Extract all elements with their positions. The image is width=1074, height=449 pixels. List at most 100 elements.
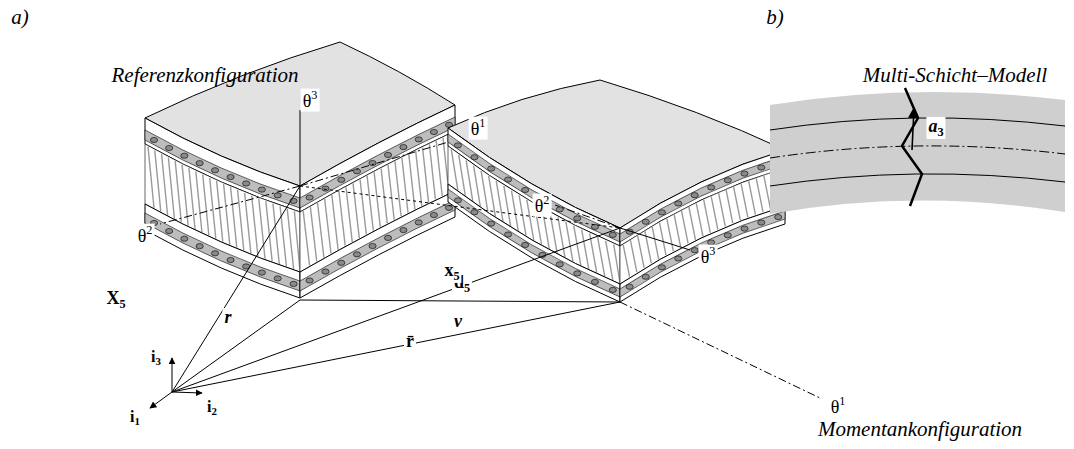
hatch-line [481, 171, 488, 212]
fibre-dot [775, 214, 782, 219]
fibre-dot [369, 243, 376, 248]
hatch-line [558, 217, 565, 257]
zigzag-director [902, 88, 922, 206]
fibre-dot [724, 233, 731, 238]
fibre-dot [227, 257, 234, 262]
layer-band [448, 184, 620, 302]
hatch-line [652, 227, 658, 259]
fibre-dot [181, 153, 188, 158]
hatch-line [756, 178, 763, 212]
position-vector [172, 228, 620, 392]
vector-label: x5 [442, 261, 461, 283]
hatch-line [168, 158, 174, 219]
axis-label: θ3 [301, 89, 320, 112]
hatch-line [196, 171, 202, 232]
symbol-base: θ [535, 196, 544, 216]
fibre-dot [488, 166, 495, 171]
hatch-line [332, 195, 338, 250]
hatch-line [252, 196, 258, 256]
superscript: 1 [839, 394, 845, 408]
hatch-line [459, 155, 466, 196]
hatch-line [682, 211, 689, 244]
fibre-dot [258, 187, 265, 192]
director-line [300, 186, 620, 228]
hatch-line [395, 161, 401, 216]
hatch-line [489, 176, 496, 216]
subscript: 3 [156, 355, 161, 367]
hatch-line [504, 186, 511, 226]
hatch-line [623, 245, 629, 277]
layer-region [770, 92, 1065, 214]
hatch-line [606, 241, 613, 280]
fibre-dot [166, 145, 173, 150]
theta-axis [300, 138, 462, 186]
layer-band [620, 206, 785, 302]
fibre-dot [150, 137, 157, 142]
fibre-dot [196, 244, 203, 249]
fibre-dot [196, 161, 203, 166]
panel-letter: a) [11, 6, 29, 29]
fibre-dot [741, 171, 748, 176]
axis-label: θ3 [699, 245, 718, 268]
theta-axis [620, 228, 690, 250]
multilayer-model [770, 88, 1065, 214]
fibre-dot [691, 248, 698, 253]
layer-band [300, 191, 455, 298]
fibre-dot [306, 278, 313, 283]
symbol-base: θ [701, 247, 710, 267]
superscript: 1 [479, 116, 485, 130]
vector-label: r [222, 308, 233, 328]
fibre-dot [338, 177, 345, 182]
fibre-dot [626, 284, 633, 289]
vector-label: v [452, 312, 464, 332]
fibre-dot [658, 265, 665, 270]
symbol-base: i [130, 408, 134, 425]
panel-letter: b) [766, 6, 784, 29]
hatch-line [582, 230, 589, 269]
subscript: 5 [453, 269, 459, 283]
hatch-line [217, 181, 223, 242]
fibre-dot [243, 181, 250, 186]
fibre-dot [274, 193, 281, 198]
superscript: 3 [709, 244, 715, 258]
fibre-dot [642, 219, 649, 224]
fibre-dot [504, 232, 511, 237]
axis-label: θ1 [469, 117, 488, 140]
fibre-dot [181, 236, 188, 241]
hatch-line [764, 176, 771, 210]
position-vector [172, 186, 300, 392]
symbol-base: θ [138, 226, 147, 246]
hatch-line [245, 193, 251, 254]
hatch-line [381, 169, 387, 224]
mid-surface [770, 146, 1065, 158]
fibre-dot [471, 210, 478, 215]
director-arrow [912, 108, 914, 150]
fibre-dot [227, 174, 234, 179]
fibre-dot [211, 251, 218, 256]
fibre-dot [400, 227, 407, 232]
hatch-line [155, 150, 161, 211]
fibre-dot [708, 185, 715, 190]
hatch-line [162, 154, 168, 215]
fibre-dot [675, 256, 682, 261]
hatch-line [590, 233, 597, 272]
panel-title: Multi-Schicht–Modell [863, 64, 1047, 87]
hatch-line [726, 190, 733, 223]
theta-axis [620, 302, 820, 398]
hatch-line [689, 207, 696, 240]
fibre-dot [306, 195, 313, 200]
fibre-dot [724, 178, 731, 183]
fibre-dot [258, 270, 265, 275]
base-vector [172, 358, 173, 392]
subscript: 5 [119, 297, 125, 311]
symbol-base: θ [831, 397, 840, 417]
fibre-dot [758, 165, 765, 170]
hatch-line [749, 181, 756, 215]
hatch-line [238, 190, 244, 251]
superscript: 2 [146, 223, 152, 237]
fibre-dot [400, 144, 407, 149]
fibre-dot [741, 226, 748, 231]
hatch-line [310, 207, 316, 261]
configuration-title: Referenzkonfiguration [111, 64, 298, 87]
